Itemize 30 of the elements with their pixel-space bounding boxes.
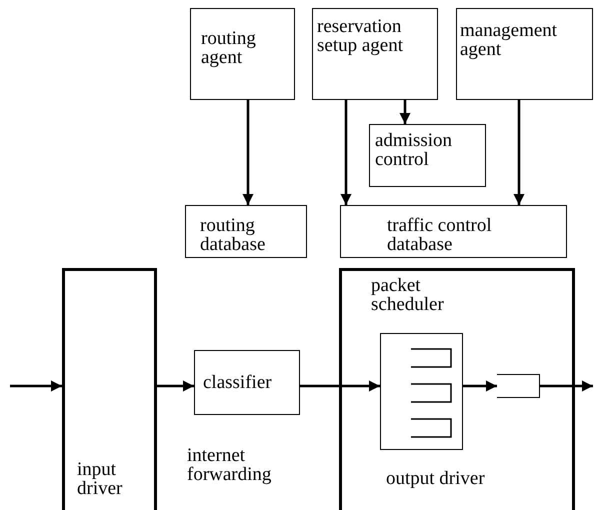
process-box	[369, 124, 486, 187]
arrow	[340, 100, 352, 205]
node-label: reservation setup agent	[317, 17, 404, 55]
queue-box	[497, 374, 540, 398]
arrow	[242, 100, 254, 205]
arrow	[157, 380, 194, 392]
node-label: input driver	[77, 460, 124, 498]
agent-box	[312, 8, 438, 100]
node-label: routing database	[200, 216, 266, 254]
node-label: traffic control database	[387, 216, 493, 254]
heading-label: packet scheduler	[371, 276, 445, 314]
agent-box	[456, 8, 593, 100]
process-box	[194, 350, 300, 415]
node-label: management agent	[460, 21, 558, 59]
text-label: internet forwarding	[187, 446, 272, 484]
driver-box	[62, 268, 157, 510]
arrow	[300, 380, 380, 392]
node-label: admission control	[375, 131, 454, 169]
arrow	[513, 100, 525, 205]
database-box	[340, 205, 567, 258]
agent-box	[190, 8, 295, 100]
database-box	[185, 205, 307, 258]
arrow	[10, 380, 62, 392]
arrow	[540, 380, 593, 392]
arrow	[399, 100, 411, 124]
node-label: classifier	[203, 373, 273, 392]
driver-box	[339, 268, 575, 510]
arrow	[463, 380, 497, 392]
node-label: output driver	[386, 469, 486, 488]
node-label: routing agent	[201, 29, 257, 67]
